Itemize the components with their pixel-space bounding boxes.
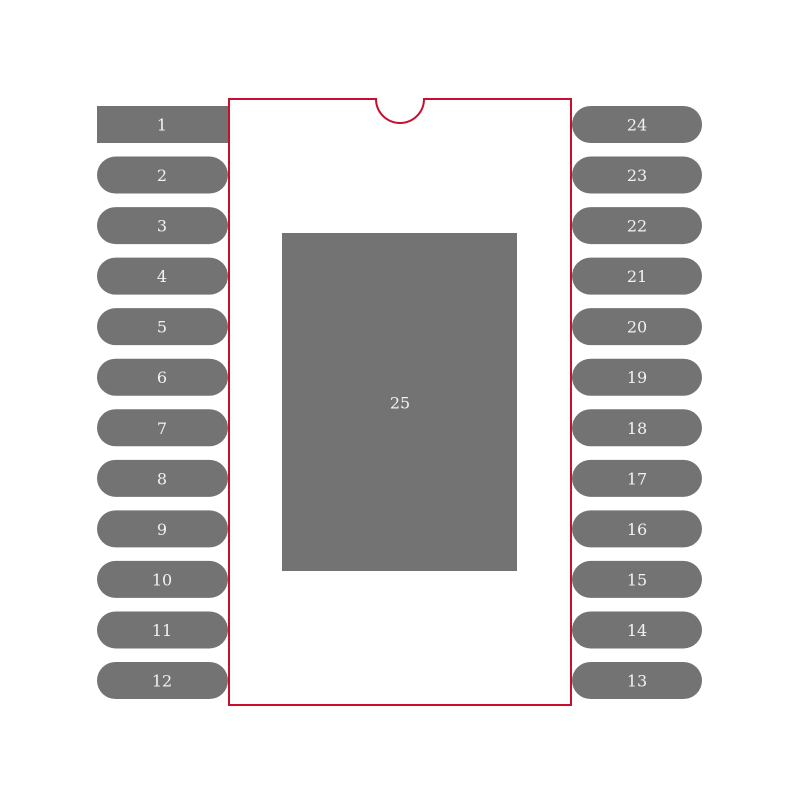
pin-pad	[97, 358, 228, 396]
pin-label: 5	[157, 318, 167, 337]
pin-pad	[572, 358, 702, 396]
pin-label: 16	[627, 520, 647, 539]
pin-8: 8	[97, 459, 228, 497]
pin-1: 1	[97, 106, 228, 143]
pin-label: 6	[157, 368, 167, 387]
pin-3: 3	[97, 207, 228, 245]
pin-label: 24	[627, 116, 647, 135]
pin-16: 16	[572, 510, 702, 548]
pin-label: 12	[152, 672, 172, 691]
pin-15: 15	[572, 560, 702, 598]
pin-label: 2	[157, 166, 167, 185]
package-outline	[228, 98, 572, 706]
thermal-pad	[282, 233, 517, 571]
pin-pad	[97, 308, 228, 346]
pin-pad	[572, 409, 702, 447]
pin-23: 23	[572, 156, 702, 194]
pin-7: 7	[97, 409, 228, 447]
pin-label: 23	[627, 166, 647, 185]
pin-12: 12	[97, 662, 228, 699]
pin-pad	[572, 207, 702, 245]
pin-label: 3	[157, 217, 167, 236]
pin-pad	[572, 662, 702, 699]
pin-pad	[572, 257, 702, 295]
pin-24: 24	[572, 106, 702, 143]
pin-pad	[97, 257, 228, 295]
pin-13: 13	[572, 662, 702, 699]
pin-pad	[97, 409, 228, 447]
pin-5: 5	[97, 308, 228, 346]
pin-1-pad	[97, 106, 228, 143]
pin-pad	[97, 459, 228, 497]
pin-10: 10	[97, 560, 228, 598]
pin-pad	[97, 510, 228, 548]
pin-pad	[572, 308, 702, 346]
pin-label: 21	[627, 267, 647, 286]
pin-label: 13	[627, 672, 647, 691]
pin-label: 7	[157, 419, 167, 438]
pin-label: 22	[627, 217, 647, 236]
pin-9: 9	[97, 510, 228, 548]
pin-label: 1	[157, 116, 167, 135]
pin-label: 10	[152, 570, 172, 589]
pin-20: 20	[572, 308, 702, 346]
pin-pad	[572, 611, 702, 649]
pin-label: 18	[627, 419, 647, 438]
pin-label: 4	[157, 267, 167, 286]
pin-label: 8	[157, 469, 167, 488]
pin-6: 6	[97, 358, 228, 396]
pin-18: 18	[572, 409, 702, 447]
pin-17: 17	[572, 459, 702, 497]
pin-label: 11	[152, 621, 172, 640]
pin-4: 4	[97, 257, 228, 295]
pin-label: 9	[157, 520, 167, 539]
pin-pad	[572, 510, 702, 548]
pin-pad	[572, 459, 702, 497]
pin-label: 19	[627, 368, 647, 387]
pin-pad	[97, 156, 228, 194]
pin-2: 2	[97, 156, 228, 194]
thermal-pad-label: 25	[390, 394, 410, 413]
pin-14: 14	[572, 611, 702, 649]
pin-pad	[97, 611, 228, 649]
pin-label: 20	[627, 318, 647, 337]
pin-pad	[97, 560, 228, 598]
pin-11: 11	[97, 611, 228, 649]
pin-pad	[572, 106, 702, 143]
pin-pad	[97, 207, 228, 245]
pin-22: 22	[572, 207, 702, 245]
pin-label: 15	[627, 570, 647, 589]
pin-21: 21	[572, 257, 702, 295]
pin-label: 17	[627, 469, 647, 488]
pin-19: 19	[572, 358, 702, 396]
pin-pad	[97, 662, 228, 699]
pin-label: 14	[627, 621, 647, 640]
pin-pad	[572, 156, 702, 194]
pin-pad	[572, 560, 702, 598]
